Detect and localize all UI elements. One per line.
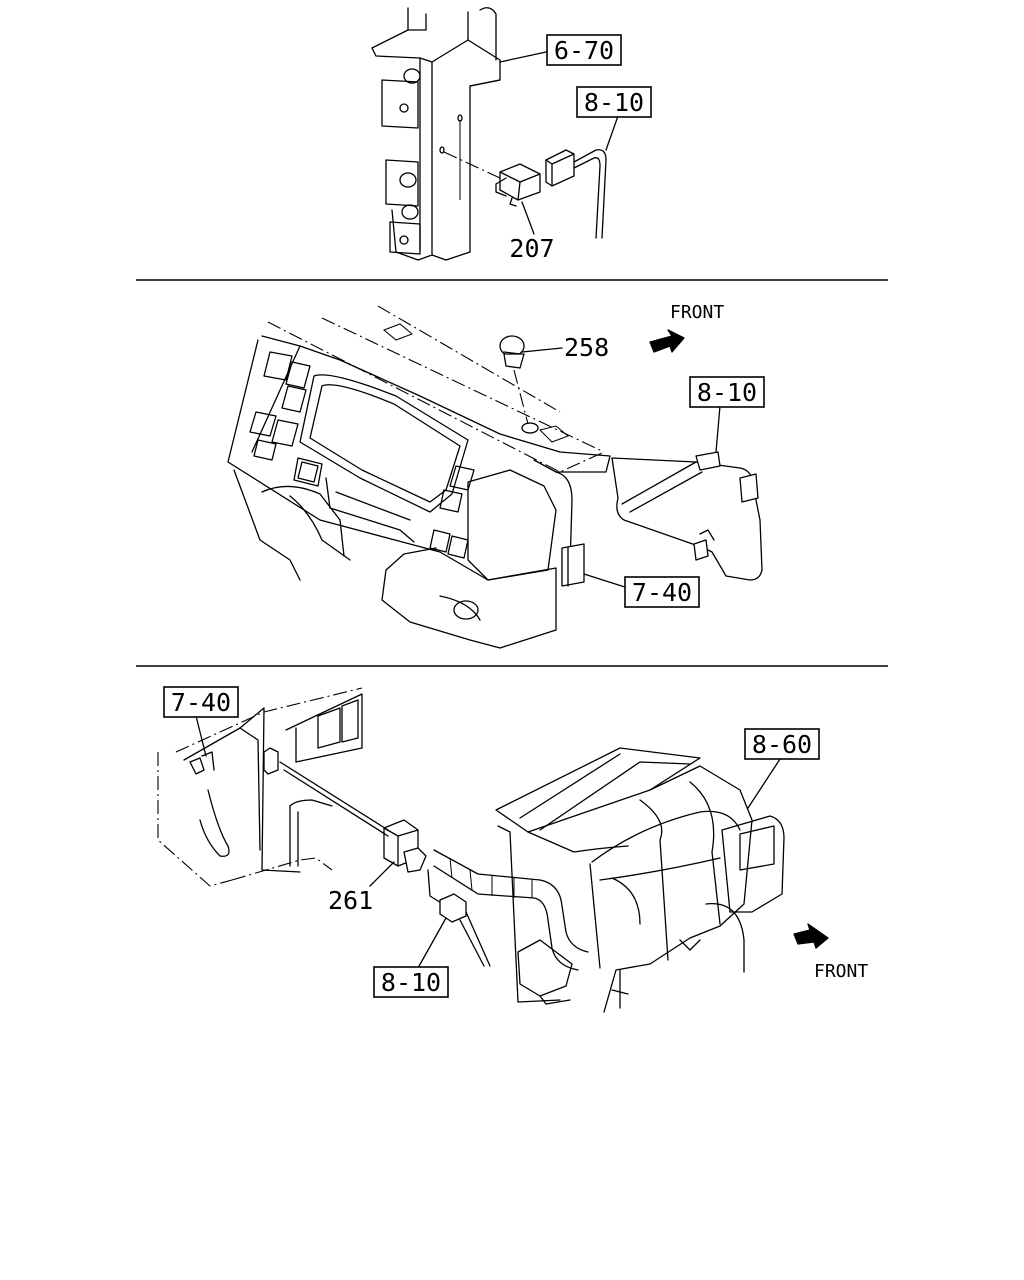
panel-top: 6-70 8-10 207 xyxy=(371,7,652,263)
ref-box-6-70: 6-70 xyxy=(546,34,622,66)
sensor-258-drawing xyxy=(499,335,525,369)
panel-middle: FRONT 258 8-10 7-40 xyxy=(227,302,765,649)
ref-label: 6-70 xyxy=(554,36,614,65)
ref-label: 8-10 xyxy=(697,378,757,407)
connector-8-10-drawing xyxy=(545,149,607,239)
relay-207-drawing xyxy=(495,163,541,207)
front-arrow-icon xyxy=(793,923,829,949)
ref-label: 7-40 xyxy=(171,688,231,717)
hose-drawing xyxy=(433,849,589,1005)
front-direction-label: FRONT xyxy=(670,302,724,323)
ref-box-7-40: 7-40 xyxy=(624,576,700,608)
ref-box-8-10: 8-10 xyxy=(576,86,652,118)
panel-bottom: 7-40 8-60 261 8-10 FRONT xyxy=(157,686,868,1013)
ref-label: 8-10 xyxy=(381,968,441,997)
module-7-40-drawing xyxy=(561,543,585,587)
heater-unit-8-60-drawing xyxy=(495,747,785,1013)
part-number-label: 207 xyxy=(509,234,554,263)
part-number-label: 258 xyxy=(564,333,609,362)
ref-box-8-60: 8-60 xyxy=(744,728,820,760)
ref-box-8-10: 8-10 xyxy=(373,966,449,998)
ref-label: 8-60 xyxy=(752,730,812,759)
front-direction-label: FRONT xyxy=(814,961,868,982)
relay-bracket-drawing xyxy=(371,7,501,261)
ref-box-7-40: 7-40 xyxy=(163,686,239,718)
ref-label: 7-40 xyxy=(632,578,692,607)
harness-8-10-drawing xyxy=(611,451,763,581)
instrument-panel-drawing xyxy=(227,305,611,649)
ref-box-8-10: 8-10 xyxy=(689,376,765,408)
front-arrow-icon xyxy=(649,329,685,353)
relay-261-drawing xyxy=(383,819,491,967)
ref-label: 8-10 xyxy=(584,88,644,117)
part-number-label: 261 xyxy=(328,886,373,915)
